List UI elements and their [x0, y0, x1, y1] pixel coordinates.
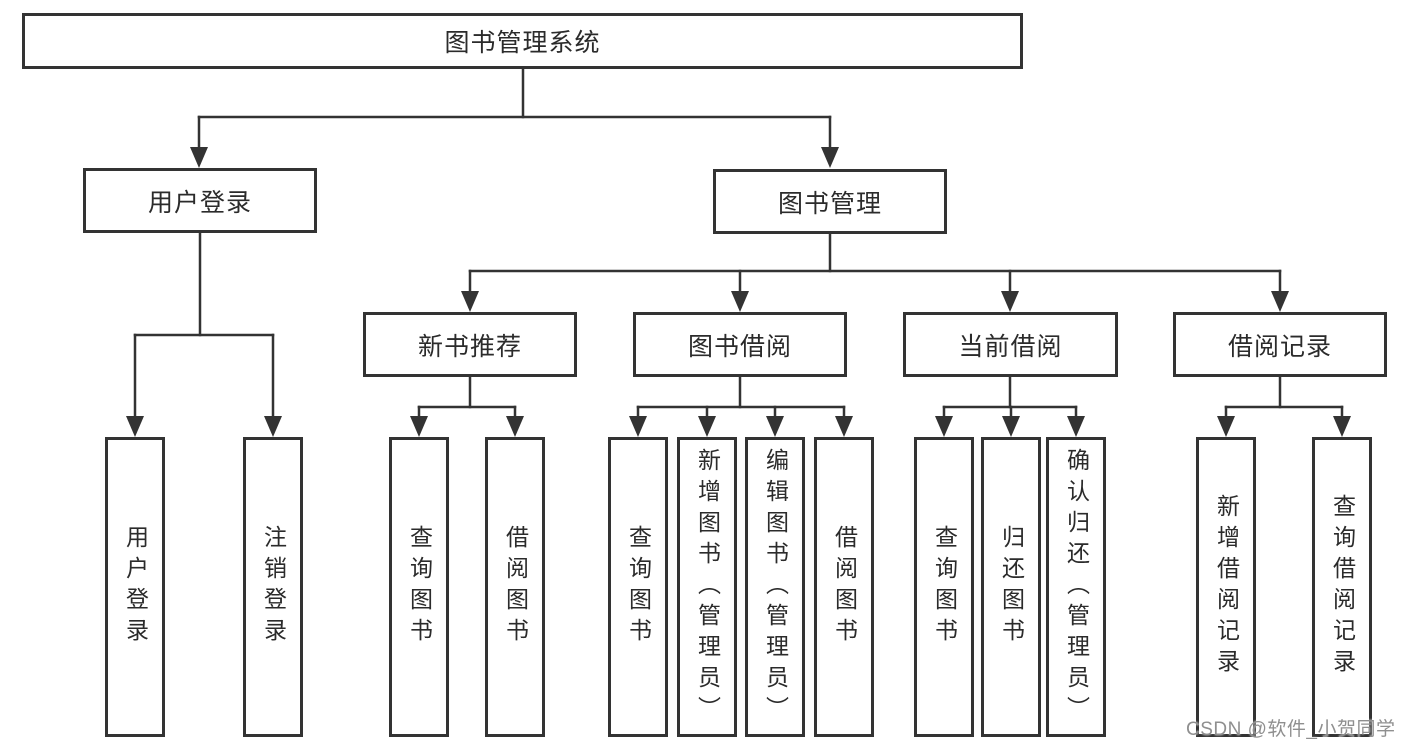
leaf-query-book-recommend: 查询图书: [389, 437, 449, 737]
leaf-edit-book-admin-label: 编辑图书（管理员）: [762, 447, 789, 727]
node-user-login: 用户登录: [83, 168, 317, 233]
node-new-book-recommend-label: 新书推荐: [417, 332, 522, 361]
leaf-query-borrow-record-label: 查询借阅记录: [1329, 494, 1356, 680]
leaf-query-book-current-label: 查询图书: [931, 525, 958, 649]
node-borrow-record: 借阅记录: [1173, 312, 1387, 377]
node-root: 图书管理系统: [22, 13, 1023, 69]
leaf-query-book-current: 查询图书: [914, 437, 974, 737]
leaf-add-borrow-record: 新增借阅记录: [1196, 437, 1256, 737]
leaf-edit-book-admin: 编辑图书（管理员）: [745, 437, 805, 737]
leaf-add-borrow-record-label: 新增借阅记录: [1213, 494, 1240, 680]
node-book-borrow-label: 图书借阅: [687, 332, 792, 361]
leaf-query-book-borrow: 查询图书: [608, 437, 668, 737]
node-book-borrow: 图书借阅: [633, 312, 847, 377]
leaf-user-login: 用户登录: [105, 437, 165, 737]
node-borrow-record-label: 借阅记录: [1227, 332, 1332, 361]
leaf-borrow-book-recommend-label: 借阅图书: [502, 525, 529, 649]
leaf-query-book-borrow-label: 查询图书: [625, 525, 652, 649]
leaf-add-book-admin: 新增图书（管理员）: [677, 437, 737, 737]
leaf-query-book-recommend-label: 查询图书: [406, 525, 433, 649]
node-book-management: 图书管理: [713, 169, 947, 234]
leaf-user-login-label: 用户登录: [122, 525, 149, 649]
node-root-label: 图书管理系统: [444, 29, 601, 57]
leaf-query-borrow-record: 查询借阅记录: [1312, 437, 1372, 737]
leaf-logout: 注销登录: [243, 437, 303, 737]
node-user-login-label: 用户登录: [147, 188, 252, 217]
leaf-borrow-book: 借阅图书: [814, 437, 874, 737]
leaf-confirm-return-admin-label: 确认归还（管理员）: [1063, 447, 1090, 727]
leaf-confirm-return-admin: 确认归还（管理员）: [1046, 437, 1106, 737]
node-current-borrow: 当前借阅: [903, 312, 1118, 377]
node-new-book-recommend: 新书推荐: [363, 312, 577, 377]
node-book-management-label: 图书管理: [777, 189, 882, 218]
watermark: CSDN @软件_小贺同学: [1186, 719, 1396, 740]
leaf-add-book-admin-label: 新增图书（管理员）: [694, 447, 721, 727]
arrowheads: [126, 147, 1351, 437]
leaf-return-book: 归还图书: [981, 437, 1041, 737]
leaf-borrow-book-label: 借阅图书: [831, 525, 858, 649]
node-current-borrow-label: 当前借阅: [958, 332, 1063, 361]
leaf-borrow-book-recommend: 借阅图书: [485, 437, 545, 737]
leaf-logout-label: 注销登录: [260, 525, 287, 649]
leaf-return-book-label: 归还图书: [998, 525, 1025, 649]
